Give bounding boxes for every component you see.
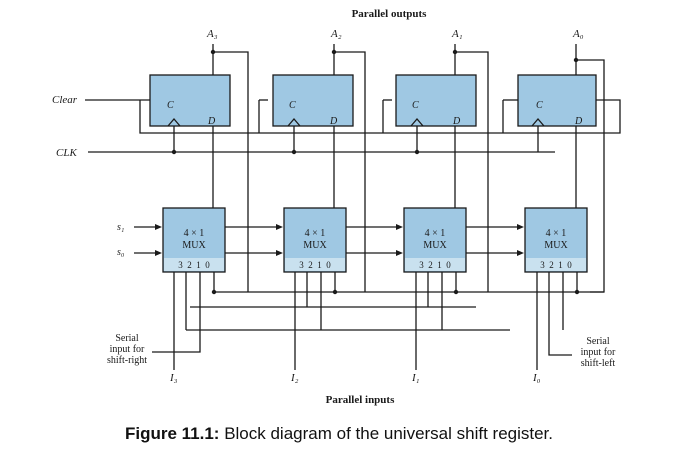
select-wires bbox=[134, 224, 524, 256]
mux-3: 4 × 1 MUX 3 2 1 0 bbox=[162, 207, 226, 273]
mux-2-title-2: MUX bbox=[303, 240, 327, 251]
output-label-a2: A₂ bbox=[330, 28, 342, 40]
flipflop-a3: C D bbox=[149, 74, 231, 127]
ff-a2-d-pin: D bbox=[329, 116, 338, 127]
output-label-a1: A₁ bbox=[451, 28, 463, 40]
flipflop-a0: C D bbox=[517, 74, 597, 127]
input-label-i3: I₃ bbox=[169, 372, 178, 384]
mux-0: 4 × 1 MUX 3 2 1 0 bbox=[524, 207, 588, 273]
figure-caption-text: Block diagram of the universal shift reg… bbox=[224, 424, 554, 443]
serial-left-line-2: input for bbox=[581, 347, 616, 358]
ff-a1-c-pin: C bbox=[412, 100, 419, 111]
ff-a3-c-pin: C bbox=[167, 100, 174, 111]
clk-label: CLK bbox=[56, 147, 77, 159]
clear-label: Clear bbox=[52, 94, 78, 106]
flipflop-a1: C D bbox=[395, 74, 477, 127]
flipflop-a2: C D bbox=[272, 74, 354, 127]
input-label-i1: I₁ bbox=[411, 372, 420, 384]
serial-left-line-3: shift-left bbox=[581, 358, 616, 369]
input-label-i2: I₂ bbox=[290, 372, 299, 384]
serial-right-line-1: Serial bbox=[115, 333, 139, 344]
figure-number: Figure 11.1: bbox=[124, 424, 220, 443]
clk-wire bbox=[88, 126, 555, 155]
mux-1: 4 × 1 MUX 3 2 1 0 bbox=[403, 207, 467, 273]
ff-a1-d-pin: D bbox=[452, 116, 461, 127]
mux-0-title-2: MUX bbox=[544, 240, 568, 251]
serial-right-line-2: input for bbox=[110, 344, 145, 355]
output-wires bbox=[210, 44, 579, 75]
feedback-wires bbox=[213, 51, 605, 293]
mux-to-ff-wires bbox=[212, 126, 577, 208]
s1-label: s₁ bbox=[117, 222, 124, 233]
mux-input-wires bbox=[173, 272, 604, 370]
mux-0-title-1: 4 × 1 bbox=[546, 228, 567, 239]
output-label-a0: A₀ bbox=[572, 28, 584, 40]
mux-3-title-2: MUX bbox=[182, 240, 206, 251]
mux-2-title-1: 4 × 1 bbox=[305, 228, 326, 239]
mux-3-title-1: 4 × 1 bbox=[184, 228, 205, 239]
universal-shift-register-diagram: Parallel outputs A₃ A₂ A₁ A₀ Clear bbox=[52, 8, 621, 406]
serial-right-line-3: shift-right bbox=[107, 355, 147, 366]
mux-1-title-2: MUX bbox=[423, 240, 447, 251]
mux-1-title-1: 4 × 1 bbox=[425, 228, 446, 239]
ff-a0-c-pin: C bbox=[536, 100, 543, 111]
mux-2: 4 × 1 MUX 3 2 1 0 bbox=[283, 207, 347, 273]
s0-label: s₀ bbox=[117, 247, 125, 258]
clear-wire bbox=[85, 99, 621, 134]
ff-a2-c-pin: C bbox=[289, 100, 296, 111]
serial-right-input: Serial input for shift-right bbox=[107, 305, 201, 366]
mux-3-select: 3 2 1 0 bbox=[178, 260, 210, 270]
serial-left-line-1: Serial bbox=[586, 336, 610, 347]
mux-0-select: 3 2 1 0 bbox=[540, 260, 572, 270]
mux-2-select: 3 2 1 0 bbox=[299, 260, 331, 270]
serial-left-input: Serial input for shift-left bbox=[548, 336, 616, 369]
mux-1-select: 3 2 1 0 bbox=[419, 260, 451, 270]
ff-a3-d-pin: D bbox=[207, 116, 216, 127]
ff-a0-d-pin: D bbox=[574, 116, 583, 127]
parallel-inputs-label: Parallel inputs bbox=[326, 394, 395, 406]
output-label-a3: A₃ bbox=[206, 28, 218, 40]
figure-caption: Figure 11.1: Block diagram of the univer… bbox=[0, 424, 678, 444]
input-label-i0: I₀ bbox=[532, 372, 541, 384]
parallel-outputs-label: Parallel outputs bbox=[352, 8, 428, 20]
